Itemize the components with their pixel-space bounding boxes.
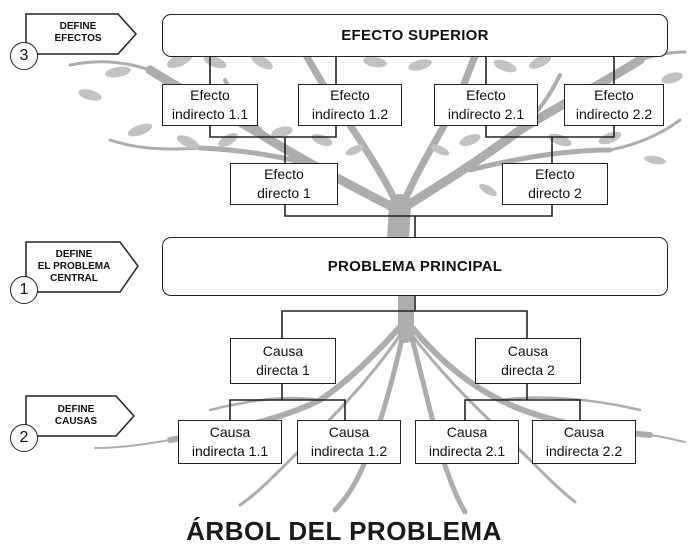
indirect-effect-1-1: Efecto indirecto 1.1	[162, 84, 258, 126]
indirect-cause-2-2-label: Causa indirecta 2.2	[545, 424, 623, 459]
step-define-central-problem-text: DEFINE EL PROBLEMA CENTRAL	[37, 249, 111, 284]
step-define-effects: DEFINE EFECTOS 3	[8, 12, 138, 72]
central-problem-box: PROBLEMA PRINCIPAL	[162, 237, 668, 296]
indirect-cause-1-2: Causa indirecta 1.2	[297, 420, 401, 464]
indirect-effect-2-2-label: Efecto indirecto 2.2	[575, 87, 653, 122]
top-effect-label: EFECTO SUPERIOR	[341, 27, 489, 44]
step-define-effects-text: DEFINE EFECTOS	[54, 21, 102, 44]
step-define-causes-text: DEFINE CAUSAS	[54, 404, 98, 427]
central-problem-label: PROBLEMA PRINCIPAL	[327, 258, 503, 275]
indirect-effect-1-2: Efecto indirecto 1.2	[298, 84, 402, 126]
indirect-cause-1-1-label: Causa indirecta 1.1	[191, 424, 269, 459]
indirect-cause-1-1: Causa indirecta 1.1	[178, 420, 282, 464]
indirect-effect-2-2: Efecto indirecto 2.2	[564, 84, 664, 126]
step-define-causes: DEFINE CAUSAS 2	[8, 394, 138, 460]
direct-cause-2-label: Causa directa 2	[501, 343, 555, 378]
direct-effect-1: Efecto directo 1	[230, 163, 338, 205]
connector-lines	[209, 57, 615, 420]
indirect-effect-1-1-label: Efecto indirecto 1.1	[171, 87, 249, 122]
diagram-title: ÁRBOL DEL PROBLEMA	[186, 516, 502, 546]
indirect-effect-2-1: Efecto indirecto 2.1	[434, 84, 538, 126]
direct-cause-2: Causa directa 2	[475, 338, 581, 384]
indirect-cause-2-1: Causa indirecta 2.1	[415, 420, 519, 464]
indirect-effect-2-1-label: Efecto indirecto 2.1	[447, 87, 525, 122]
direct-effect-1-label: Efecto directo 1	[257, 166, 311, 201]
indirect-cause-1-2-label: Causa indirecta 1.2	[310, 424, 388, 459]
step-number-2: 2	[10, 424, 38, 452]
top-effect-box: EFECTO SUPERIOR	[162, 14, 668, 57]
indirect-cause-2-2: Causa indirecta 2.2	[532, 420, 636, 464]
step-number-1: 1	[10, 276, 38, 304]
step-number-3: 3	[10, 42, 38, 70]
direct-cause-1-label: Causa directa 1	[256, 343, 310, 378]
indirect-effect-1-2-label: Efecto indirecto 1.2	[311, 87, 389, 122]
indirect-cause-2-1-label: Causa indirecta 2.1	[428, 424, 506, 459]
direct-effect-2: Efecto directo 2	[502, 163, 608, 205]
direct-effect-2-label: Efecto directo 2	[528, 166, 582, 201]
step-define-central-problem: DEFINE EL PROBLEMA CENTRAL 1	[8, 240, 142, 306]
direct-cause-1: Causa directa 1	[230, 338, 336, 384]
